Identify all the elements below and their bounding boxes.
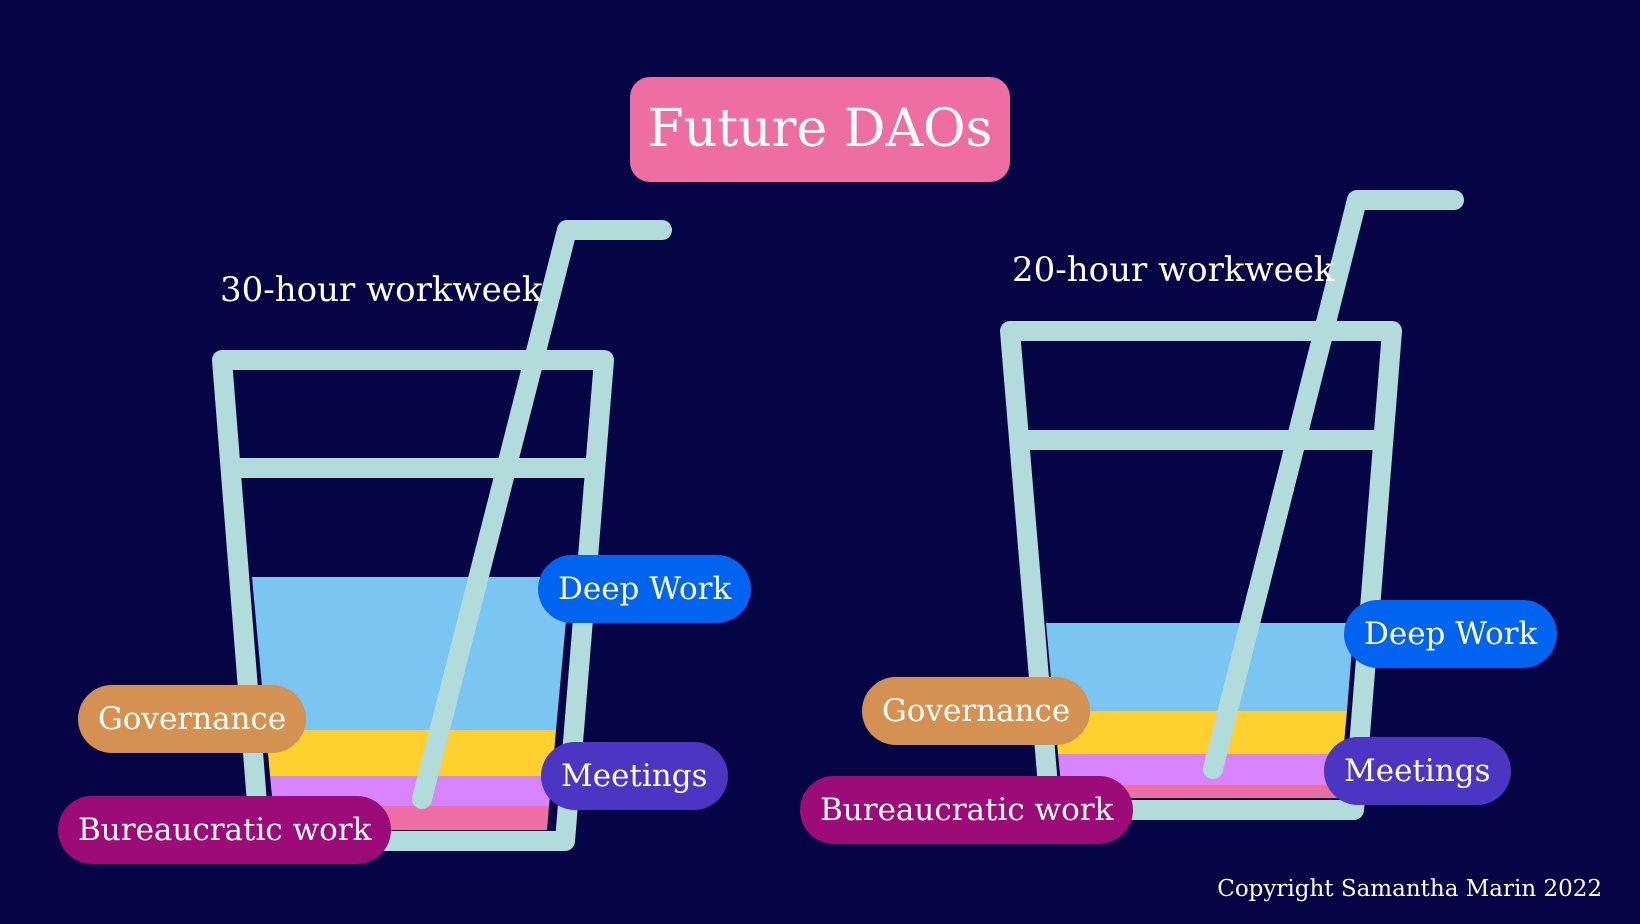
glass-20h-bureaucratic-label: Bureaucratic work bbox=[800, 776, 1134, 844]
glass-20h bbox=[1000, 190, 1464, 820]
glass-30h-caption: 30-hour workweek bbox=[220, 270, 543, 310]
meetings-layer bbox=[1058, 754, 1343, 785]
straw bbox=[1203, 190, 1464, 779]
deep-work-layer bbox=[1046, 623, 1354, 711]
glass-outline bbox=[1000, 321, 1402, 820]
glass-20h-governance-label: Governance bbox=[862, 677, 1091, 745]
bureaucratic-layer bbox=[1061, 785, 1341, 798]
straw bbox=[412, 220, 672, 809]
glass-outline bbox=[212, 350, 614, 851]
governance-layer bbox=[266, 730, 556, 776]
deep-work-layer bbox=[252, 577, 570, 730]
glass-30h-governance-label: Governance bbox=[78, 685, 307, 753]
glass-20h-meetings-label: Meetings bbox=[1324, 737, 1511, 805]
governance-layer bbox=[1054, 711, 1347, 754]
glass-20h-caption: 20-hour workweek bbox=[1012, 250, 1335, 290]
glass-30h-deep-work-label: Deep Work bbox=[538, 555, 752, 623]
glass-30h-meetings-label: Meetings bbox=[541, 742, 728, 810]
page-title: Future DAOs bbox=[630, 77, 1010, 182]
glass-20h-deep-work-label: Deep Work bbox=[1344, 600, 1558, 668]
glass-30h-bureaucratic-label: Bureaucratic work bbox=[58, 796, 392, 864]
copyright-text: Copyright Samantha Marin 2022 bbox=[1217, 876, 1602, 902]
